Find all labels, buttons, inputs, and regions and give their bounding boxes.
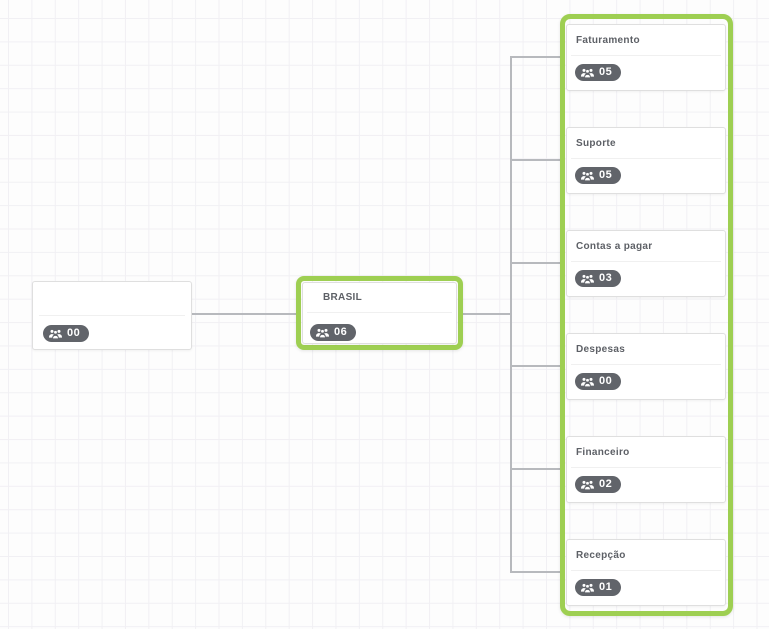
- connector-brasil-to-trunk: [463, 313, 510, 315]
- member-count-badge[interactable]: 01: [575, 579, 622, 596]
- node-separator: [571, 158, 721, 159]
- member-count-badge[interactable]: 02: [575, 476, 622, 493]
- users-group-icon: [581, 377, 594, 387]
- node-contas-a-pagar[interactable]: Contas a pagar 03: [566, 230, 726, 297]
- node-separator: [571, 364, 721, 365]
- node-root[interactable]: 00: [32, 281, 192, 350]
- node-title: BRASIL: [323, 292, 363, 303]
- node-separator: [571, 467, 721, 468]
- departments-group-highlight: Faturamento 05 Suporte: [560, 14, 733, 616]
- member-count-badge[interactable]: 03: [575, 270, 622, 287]
- node-brasil[interactable]: BRASIL 06: [302, 282, 457, 344]
- users-group-icon: [581, 583, 594, 593]
- users-group-icon: [581, 171, 594, 181]
- member-count-badge[interactable]: 00: [575, 373, 622, 390]
- node-financeiro[interactable]: Financeiro 02: [566, 436, 726, 503]
- node-title: Suporte: [576, 138, 616, 149]
- users-group-icon: [49, 329, 62, 339]
- node-separator: [571, 55, 721, 56]
- node-title: Contas a pagar: [576, 241, 653, 252]
- connector-branch-suporte: [512, 159, 560, 161]
- connector-trunk: [510, 56, 512, 573]
- node-separator: [571, 570, 721, 571]
- member-count-badge[interactable]: 05: [575, 167, 622, 184]
- connector-branch-contas-a-pagar: [512, 262, 560, 264]
- node-separator: [39, 315, 185, 316]
- node-faturamento[interactable]: Faturamento 05: [566, 24, 726, 91]
- member-count: 01: [599, 581, 613, 593]
- member-count: 02: [599, 478, 613, 490]
- users-group-icon: [581, 68, 594, 78]
- node-title: Faturamento: [576, 35, 640, 46]
- node-separator: [571, 261, 721, 262]
- users-group-icon: [581, 274, 594, 284]
- node-despesas[interactable]: Despesas 00: [566, 333, 726, 400]
- member-count: 00: [67, 327, 81, 339]
- node-separator: [307, 312, 452, 313]
- users-group-icon: [581, 480, 594, 490]
- connector-branch-faturamento: [512, 56, 560, 58]
- node-recepcao[interactable]: Recepção 01: [566, 539, 726, 606]
- member-count: 03: [599, 272, 613, 284]
- connector-branch-financeiro: [512, 468, 560, 470]
- node-title: Recepção: [576, 550, 626, 561]
- member-count: 06: [334, 326, 348, 338]
- connector-branch-despesas: [512, 365, 560, 367]
- member-count: 05: [599, 66, 613, 78]
- connector-branch-recepcao: [512, 571, 560, 573]
- member-count-badge[interactable]: 00: [43, 325, 90, 342]
- node-brasil-highlight: BRASIL 06: [296, 276, 463, 350]
- node-title: Despesas: [576, 344, 626, 355]
- connector-root-to-brasil: [192, 313, 296, 315]
- member-count: 05: [599, 169, 613, 181]
- node-title: Financeiro: [576, 447, 630, 458]
- member-count: 00: [599, 375, 613, 387]
- node-suporte[interactable]: Suporte 05: [566, 127, 726, 194]
- member-count-badge[interactable]: 05: [575, 64, 622, 81]
- member-count-badge[interactable]: 06: [310, 324, 357, 341]
- users-group-icon: [316, 328, 329, 338]
